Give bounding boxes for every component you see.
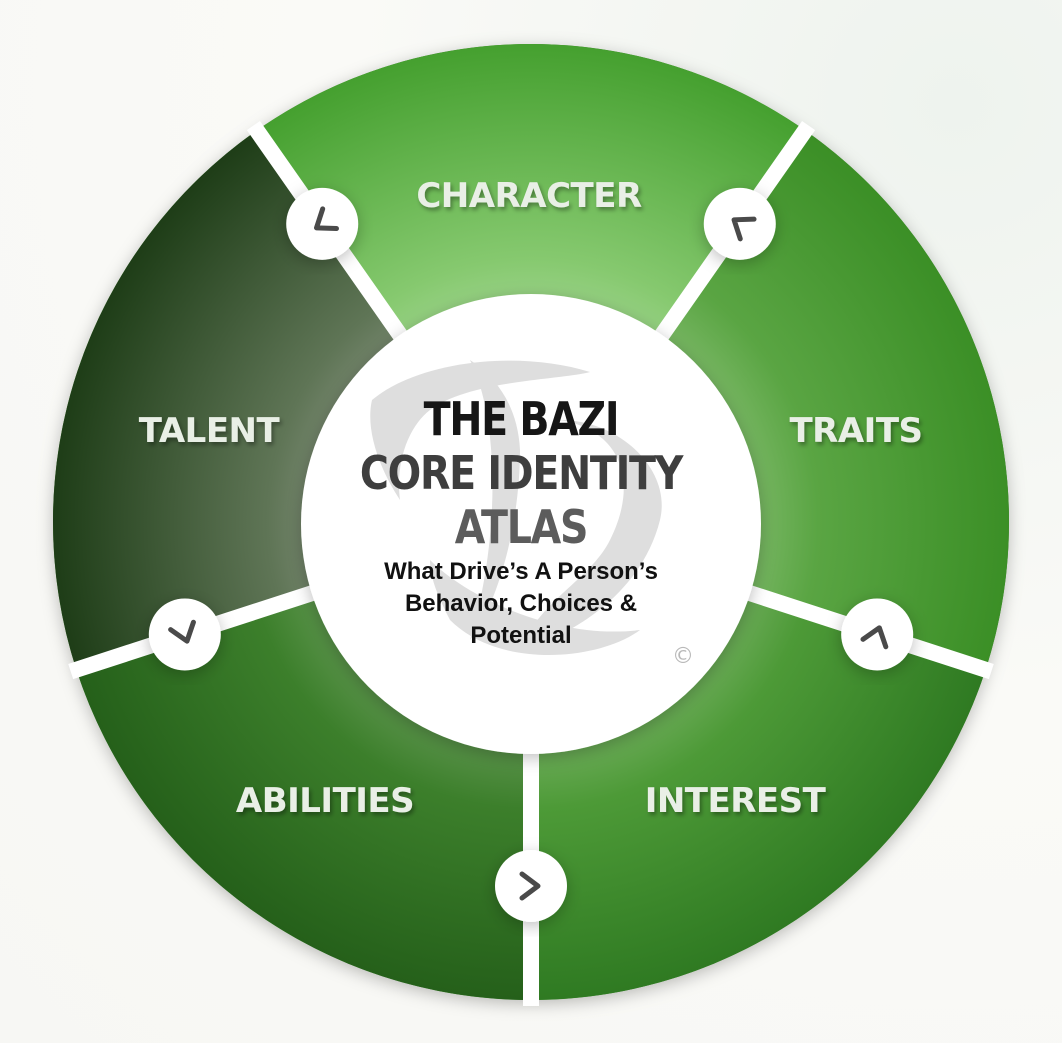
copyright-mark: ©: [672, 644, 694, 669]
center-text-block: THE BAZI CORE IDENTITY ATLAS What Drive’…: [331, 392, 711, 650]
connector-chevron-icon: [703, 187, 776, 260]
segment-label-character: CHARACTER: [416, 176, 642, 216]
subtitle-line-2: Behavior, Choices &: [404, 590, 638, 617]
title-line-2: CORE IDENTITY: [359, 446, 683, 500]
watermark-logo: [370, 360, 662, 655]
segment-label-traits: TRAITS: [789, 411, 922, 451]
segment-character: [256, 44, 806, 522]
segment-labels: CHARACTER TRAITS INTEREST ABILITIES TALE…: [139, 176, 923, 821]
segment-label-abilities: ABILITIES: [236, 781, 414, 821]
connector-chevron-icon: [841, 598, 914, 671]
center-disc: [301, 294, 761, 754]
segment-label-interest: INTEREST: [645, 781, 827, 821]
title-line-1: THE BAZI: [423, 392, 620, 446]
subtitle-line-1: What Drive’s A Person’s: [384, 558, 658, 585]
segment-label-talent: TALENT: [139, 411, 281, 451]
connector-chevron-icon: [148, 598, 221, 671]
connector-chevron-icon: [286, 187, 359, 260]
connector-buttons: [148, 187, 914, 922]
connector-chevron-icon: [495, 850, 567, 922]
title-line-3: ATLAS: [454, 500, 589, 554]
subtitle-line-3: Potential: [470, 622, 572, 649]
